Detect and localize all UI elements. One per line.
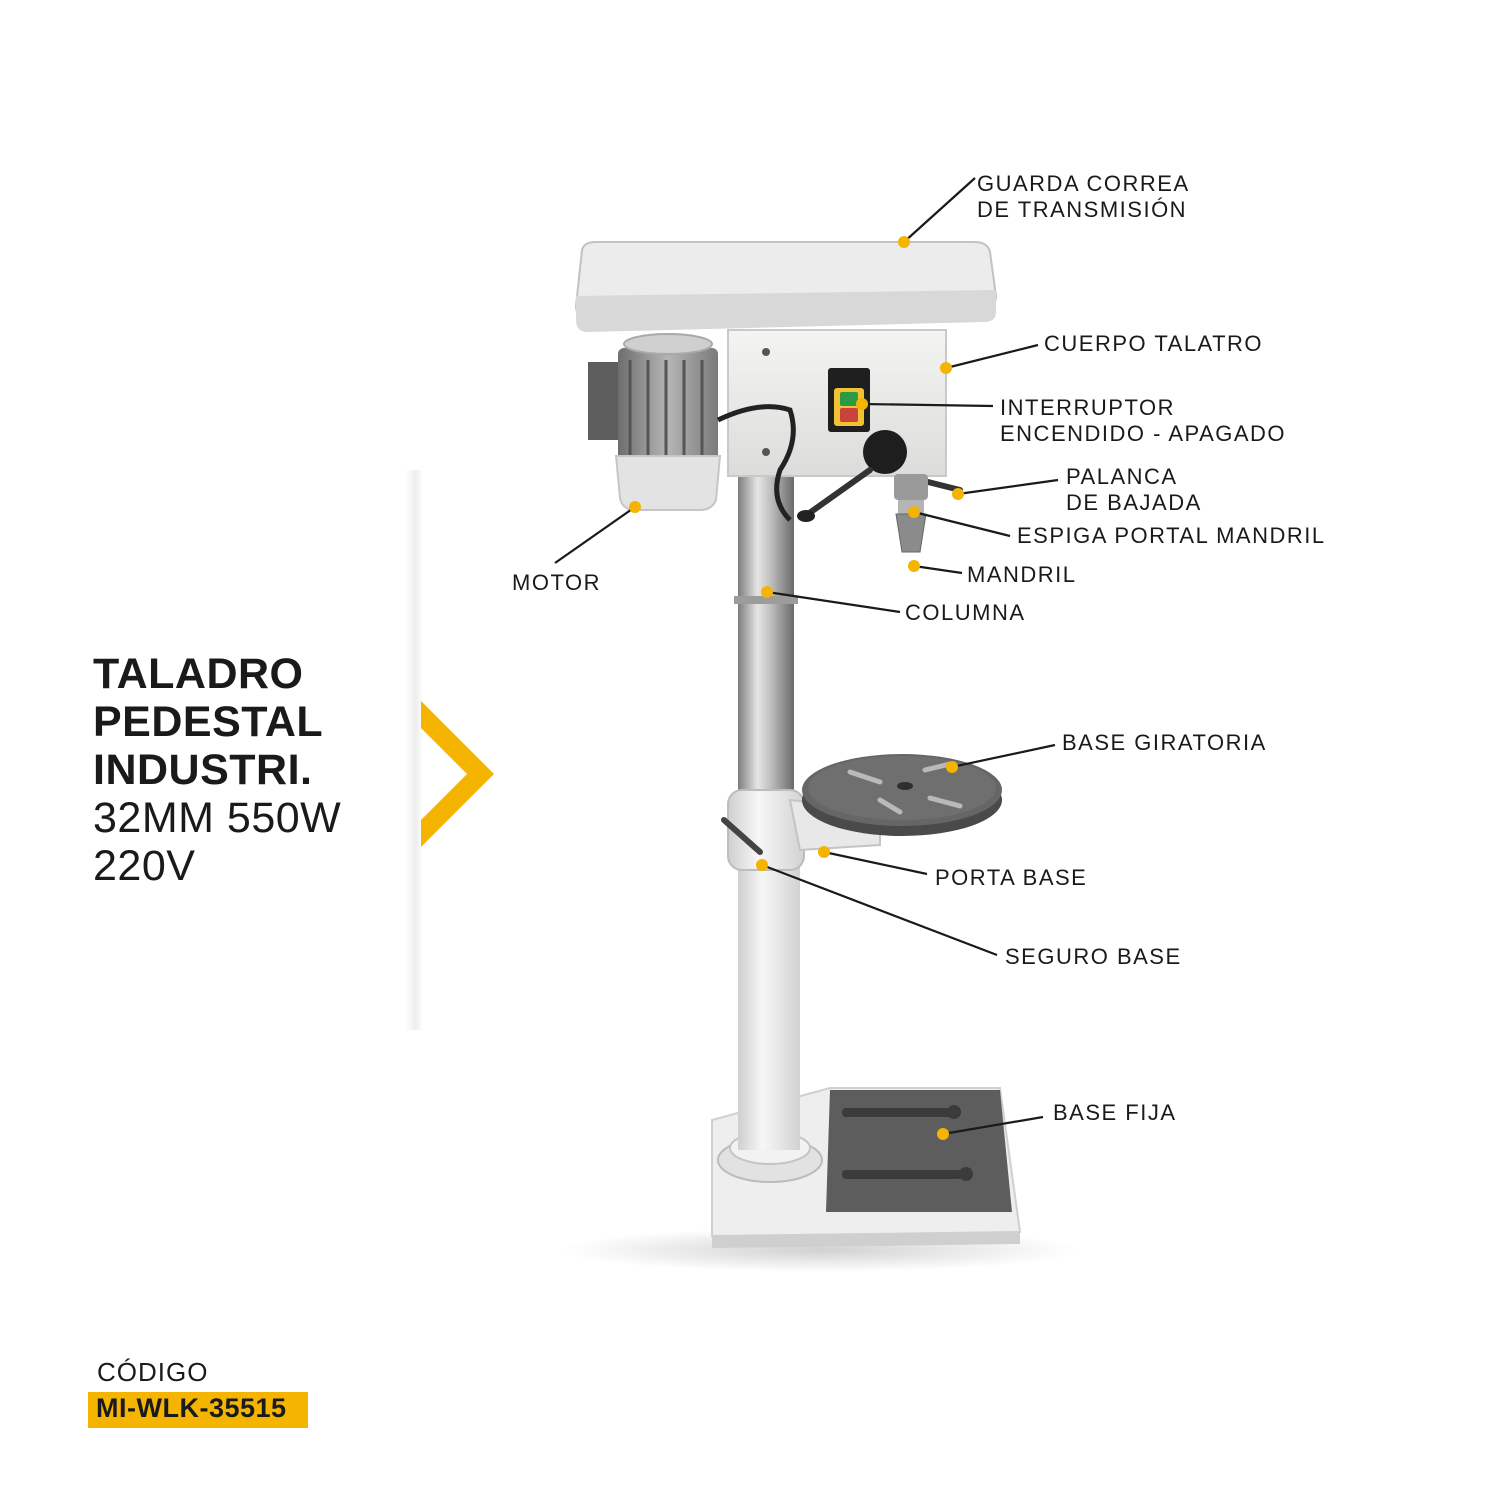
column-part — [738, 470, 794, 810]
label-motor: MOTOR — [512, 570, 601, 596]
title-spec-line: 32MM 550W — [93, 794, 342, 842]
leader-lines — [554, 177, 1059, 1136]
label-line: ENCENDIDO - APAGADO — [1000, 421, 1287, 446]
label-line: COLUMNA — [905, 600, 1026, 625]
label-line: MANDRIL — [967, 562, 1077, 587]
title-line: PEDESTAL — [93, 698, 324, 746]
code-label: CÓDIGO — [97, 1357, 209, 1387]
label-guarda-correa: GUARDA CORREA DE TRANSMISIÓN — [977, 171, 1190, 223]
label-line: DE TRANSMISIÓN — [977, 197, 1188, 222]
label-line: PORTA BASE — [935, 865, 1088, 890]
divider-shadow — [405, 470, 423, 1030]
label-line: BASE GIRATORIA — [1062, 730, 1267, 755]
title-line: INDUSTRI. — [93, 746, 313, 794]
code-highlight — [88, 1392, 308, 1428]
label-espiga: ESPIGA PORTAL MANDRIL — [1017, 523, 1326, 549]
label-columna: COLUMNA — [905, 600, 1026, 626]
label-line: GUARDA CORREA — [977, 171, 1190, 196]
label-base-giratoria: BASE GIRATORIA — [1062, 730, 1267, 756]
switch-part — [828, 368, 870, 432]
label-line: DE BAJADA — [1066, 490, 1202, 515]
chevron-arrow-icon — [421, 701, 494, 847]
label-porta-base: PORTA BASE — [935, 865, 1087, 891]
guarda-correa-part — [574, 241, 998, 332]
code-value: MI-WLK-35515 — [96, 1393, 287, 1423]
feed-lever-part — [797, 430, 963, 522]
label-line: SEGURO BASE — [1005, 944, 1182, 969]
marker-dots — [629, 236, 964, 1140]
title-spec-line: 220V — [93, 842, 196, 890]
label-line: ESPIGA PORTAL MANDRIL — [1017, 523, 1326, 548]
label-line: INTERRUPTOR — [1000, 395, 1175, 420]
label-line: BASE FIJA — [1053, 1100, 1177, 1125]
label-cuerpo-taladro: CUERPO TALATRO — [1044, 331, 1263, 357]
label-line: MOTOR — [512, 570, 601, 595]
base-giratoria-part — [802, 754, 1002, 836]
label-line: CUERPO TALATRO — [1044, 331, 1264, 356]
label-seguro-base: SEGURO BASE — [1005, 944, 1182, 970]
title-line: TALADRO — [93, 650, 304, 698]
motor-part — [588, 333, 796, 522]
label-palanca: PALANCA DE BAJADA — [1066, 464, 1202, 516]
lower-column-part — [717, 860, 823, 1183]
label-interruptor: INTERRUPTOR ENCENDIDO - APAGADO — [1000, 395, 1286, 447]
label-base-fija: BASE FIJA — [1053, 1100, 1177, 1126]
label-mandril: MANDRIL — [967, 562, 1077, 588]
label-line: PALANCA — [1066, 464, 1178, 489]
product-title: TALADRO PEDESTAL INDUSTRI. 32MM 550W 220… — [93, 650, 341, 890]
